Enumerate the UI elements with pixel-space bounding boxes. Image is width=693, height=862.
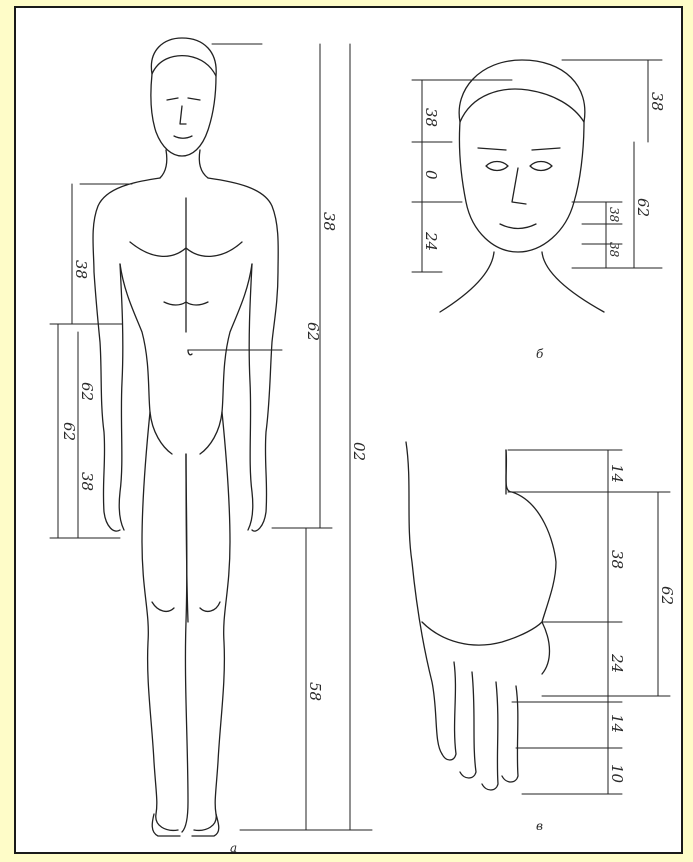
label-shoulder: 38 (72, 260, 90, 279)
head-figure (440, 60, 604, 312)
caption-body: а (230, 841, 237, 855)
label-body-total: 02 (350, 442, 368, 461)
caption-head: б (536, 347, 544, 361)
label-forearm: 62 (78, 382, 96, 401)
label-head-hair: 38 (648, 92, 666, 111)
illustration-frame: 02 38 58 62 38 62 62 38 38 0 24 38 62 38… (14, 6, 683, 854)
label-body-trunk: 62 (304, 322, 322, 341)
caption-hand: в (536, 819, 543, 833)
label-hand-c: 14 (608, 714, 626, 733)
label-head-mid: 0 (422, 170, 440, 180)
label-hand-a: 14 (608, 464, 626, 483)
label-head-top: 38 (422, 108, 440, 127)
label-hand-palm: 38 (608, 550, 626, 569)
label-hand-d: 10 (608, 764, 626, 784)
label-hand-total: 62 (658, 586, 676, 605)
label-hand-b: 24 (608, 653, 626, 673)
label-head-nose-a: 62 (634, 198, 652, 217)
label-head-jaw: 38 (607, 242, 621, 258)
label-arm-total: 62 (60, 422, 78, 441)
label-body-upper: 38 (320, 212, 338, 231)
full-body-figure (93, 38, 278, 836)
label-head-nose-b: 38 (607, 207, 621, 223)
label-hand: 38 (78, 472, 96, 491)
label-body-lower: 58 (306, 682, 324, 701)
hand-figure (406, 442, 556, 790)
proportions-drawing: 02 38 58 62 38 62 62 38 38 0 24 38 62 38… (16, 8, 685, 856)
label-head-low: 24 (422, 231, 440, 251)
measurement-lines (50, 44, 670, 830)
